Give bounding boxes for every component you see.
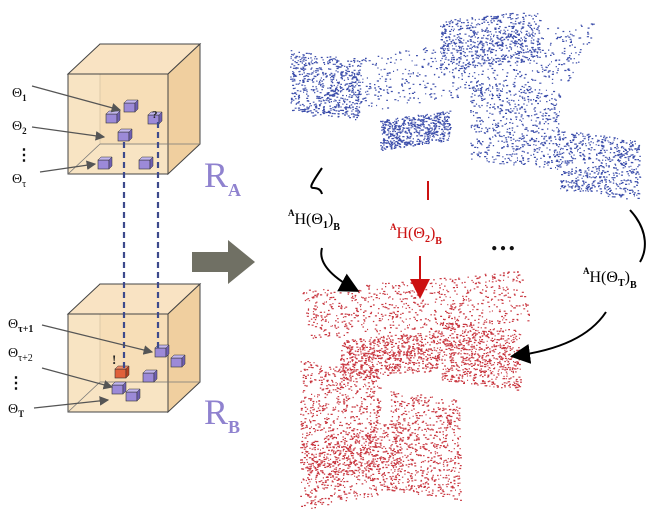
ellipsis: ⋮ bbox=[8, 375, 24, 392]
transform-label-3: AH(ΘT)B bbox=[583, 266, 637, 291]
point-cloud-blue bbox=[290, 12, 642, 200]
param-box bbox=[125, 388, 141, 402]
theta-label: Θτ bbox=[12, 172, 26, 190]
param-box bbox=[105, 110, 121, 124]
unknown-mark: ? bbox=[152, 109, 158, 121]
param-box bbox=[142, 369, 158, 383]
param-box-highlighted bbox=[114, 365, 130, 379]
param-box bbox=[170, 354, 186, 368]
param-box bbox=[138, 156, 154, 170]
theta-labels-a: Θ1 Θ2 ⋮ Θτ bbox=[12, 86, 32, 190]
cube-b-parameter-boxes bbox=[111, 344, 186, 402]
theta-label: Θτ+2 bbox=[8, 346, 33, 364]
theta-label: Θ1 bbox=[12, 86, 27, 103]
transforms-ellipsis: … bbox=[490, 227, 516, 256]
theta-label: ΘT bbox=[8, 402, 24, 419]
param-box bbox=[111, 381, 127, 395]
param-box bbox=[123, 99, 139, 113]
correspondence-lines bbox=[122, 122, 160, 372]
param-box bbox=[97, 156, 113, 170]
cube-a-parameter-boxes bbox=[97, 99, 163, 170]
transform-label-2: AH(Θ2)B bbox=[390, 222, 442, 247]
theta-pointers bbox=[31, 85, 154, 409]
theta-label: Θτ+1 bbox=[8, 317, 33, 335]
right-arrow-icon bbox=[192, 240, 255, 284]
theta-labels-b: Θτ+1 Θτ+2 ⋮ ΘT bbox=[8, 317, 33, 419]
param-box bbox=[117, 128, 133, 142]
transform-label-1: AH(Θ1)B bbox=[288, 208, 340, 233]
transform-arrows bbox=[310, 167, 646, 364]
space-label-b: RB bbox=[204, 392, 240, 437]
theta-label: Θ2 bbox=[12, 119, 27, 136]
ellipsis: ⋮ bbox=[16, 147, 32, 164]
point-cloud-red bbox=[300, 271, 530, 509]
space-label-a: RA bbox=[204, 155, 241, 200]
param-box bbox=[147, 111, 163, 125]
cube-b bbox=[66, 282, 202, 414]
known-mark: ! bbox=[112, 352, 116, 367]
